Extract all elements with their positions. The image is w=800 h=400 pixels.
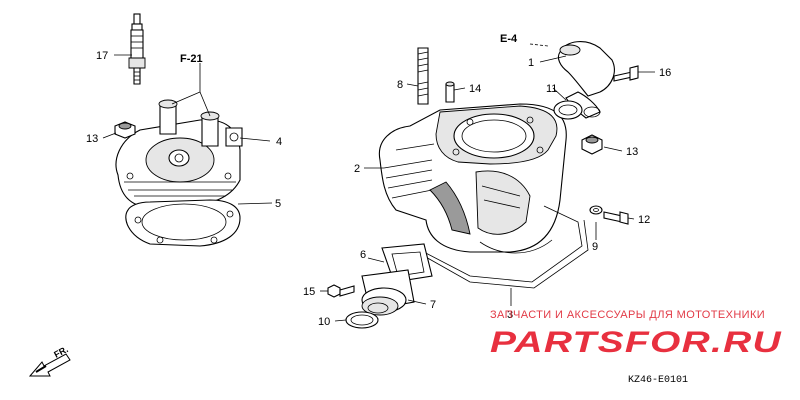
reference-e4: E-4 xyxy=(500,33,518,45)
leader-lines xyxy=(102,43,655,322)
callout-9: 9 xyxy=(592,241,598,253)
flange-bolt-top[interactable] xyxy=(613,65,639,82)
front-arrow-icon xyxy=(28,353,71,377)
callout-10: 10 xyxy=(318,316,330,328)
base-gasket[interactable] xyxy=(419,205,589,289)
diagram-code: KZ46-E0101 xyxy=(628,375,688,386)
hose-band[interactable] xyxy=(345,311,379,329)
watermark: ЗАПЧАСТИ И АКСЕССУАРЫ ДЛЯ МОТОТЕХНИКИ PA… xyxy=(490,309,782,359)
cylinder-head[interactable] xyxy=(115,99,243,209)
callout-1: 1 xyxy=(528,57,534,69)
o-ring[interactable] xyxy=(553,100,583,120)
callout-3: 3 xyxy=(507,309,513,321)
callout-16: 16 xyxy=(659,67,671,79)
callout-17: 17 xyxy=(96,50,108,62)
callout-8: 8 xyxy=(397,79,403,91)
front-direction-marker: FR. xyxy=(28,344,71,377)
flange-bolt-right[interactable] xyxy=(603,211,629,225)
callout-6: 6 xyxy=(360,249,366,261)
callout-15: 15 xyxy=(303,286,315,298)
flange-bolt-left[interactable] xyxy=(327,284,355,298)
sealing-washer[interactable] xyxy=(589,205,603,215)
watermark-logo: PARTSFOR.RU xyxy=(490,326,782,359)
callout-11: 11 xyxy=(546,83,557,95)
callout-4: 4 xyxy=(276,136,282,148)
callout-2: 2 xyxy=(354,163,360,175)
callout-13-left: 13 xyxy=(86,133,98,145)
callout-13-right: 13 xyxy=(626,146,638,158)
spark-plug[interactable] xyxy=(128,13,146,85)
stud-bolt[interactable] xyxy=(417,47,429,105)
callout-7: 7 xyxy=(430,299,436,311)
reference-f21: F-21 xyxy=(180,53,203,65)
callout-12: 12 xyxy=(638,214,650,226)
head-gasket[interactable] xyxy=(125,199,241,247)
dowel-pin[interactable] xyxy=(445,81,455,103)
intake-insulator[interactable] xyxy=(361,269,415,316)
callout-5: 5 xyxy=(275,198,281,210)
callouts: 17 13 4 5 2 3 6 7 8 9 10 11 12 13 14 15 … xyxy=(86,50,671,328)
watermark-tagline: ЗАПЧАСТИ И АКСЕССУАРЫ ДЛЯ МОТОТЕХНИКИ xyxy=(490,309,765,321)
water-hose-joint[interactable] xyxy=(557,41,615,119)
callout-14: 14 xyxy=(469,83,481,95)
cap-nut-right[interactable] xyxy=(581,134,603,155)
cap-nut-left[interactable] xyxy=(114,121,136,139)
cylinder[interactable] xyxy=(378,103,567,253)
